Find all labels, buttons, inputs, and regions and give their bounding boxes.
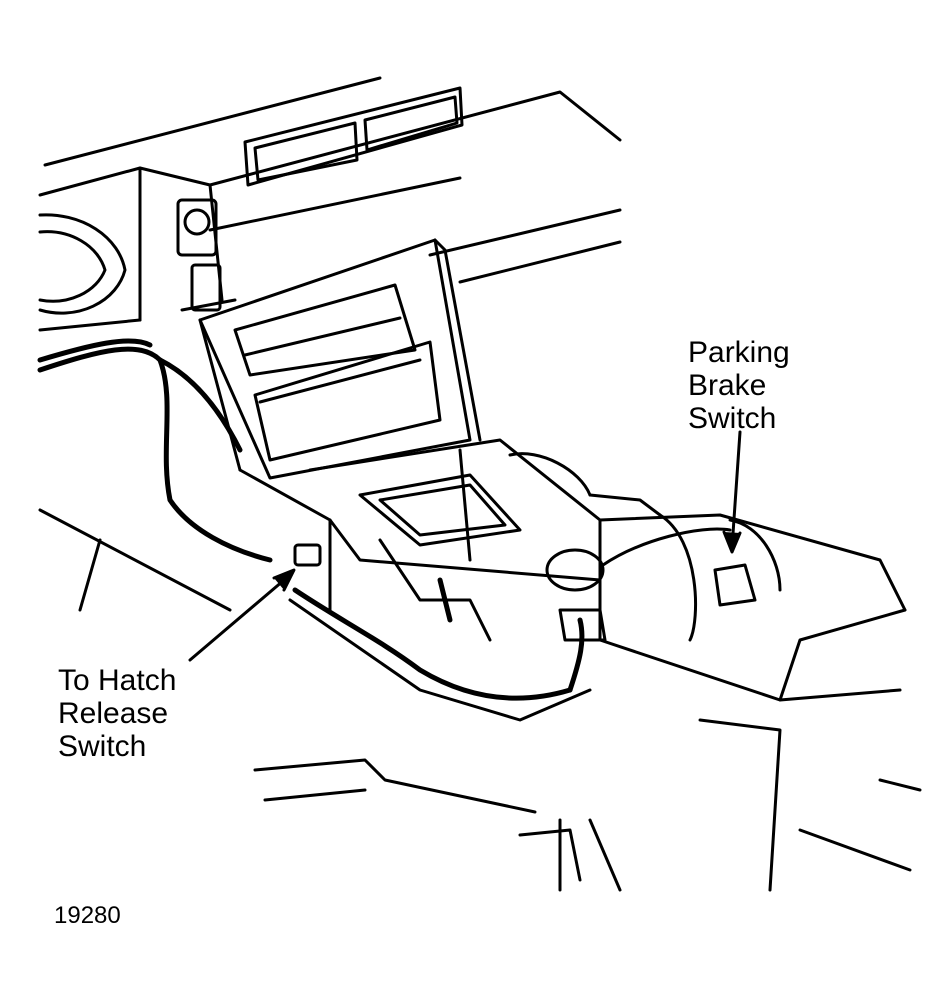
hatch-release-connector [293, 543, 322, 567]
label-line: Brake [688, 369, 767, 402]
dashboard-vents [243, 86, 464, 187]
console-body [238, 438, 662, 722]
hatch-release-switch-label: To Hatch Release Switch [58, 664, 176, 763]
label-line: To Hatch [58, 664, 177, 697]
hatch-release-leader [188, 568, 296, 662]
floor-lines [38, 508, 922, 892]
label-line: Switch [58, 730, 147, 763]
switch-panel [176, 198, 237, 312]
parking-brake-leader [722, 430, 742, 554]
label-line: Parking [688, 336, 790, 369]
parking-brake-switch [545, 527, 757, 642]
parking-brake-switch-label: Parking Brake Switch [688, 336, 790, 435]
figure-number: 19280 [54, 902, 121, 929]
wiring-harness [37, 338, 585, 701]
label-line: Release [58, 697, 169, 730]
dashboard-outline [38, 76, 622, 332]
instrument-gauge [38, 213, 127, 315]
label-line: Switch [688, 402, 777, 435]
console-bezel [198, 238, 482, 480]
